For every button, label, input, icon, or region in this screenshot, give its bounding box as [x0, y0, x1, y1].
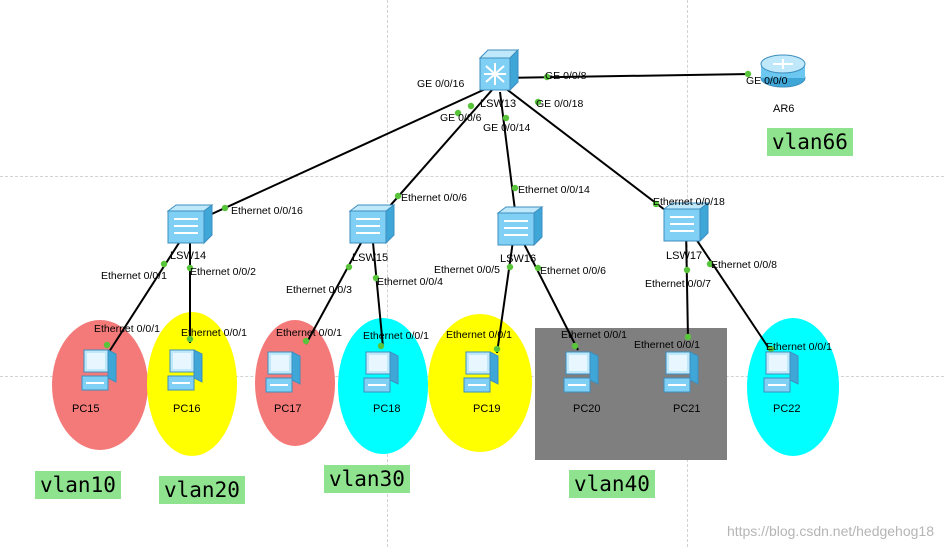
- link-lsw17-pc22: [689, 229, 773, 354]
- link-lsw13-lsw15: [373, 89, 493, 225]
- port-label: Ethernet 0/0/4: [377, 276, 443, 288]
- device-label-lsw16: LSW16: [500, 253, 537, 265]
- device-label-lsw14: LSW14: [170, 250, 207, 262]
- pc-icon-pc19[interactable]: [462, 350, 502, 398]
- port-label: Ethernet 0/0/6: [401, 192, 467, 204]
- switch-icon-lsw14[interactable]: [166, 203, 214, 245]
- port-label: Ethernet 0/0/1: [446, 329, 512, 341]
- core-switch-icon[interactable]: [476, 48, 520, 92]
- port-label: Ethernet 0/0/2: [190, 266, 256, 278]
- vlan20-tag: vlan20: [159, 476, 245, 504]
- pc-icon-pc22[interactable]: [762, 350, 802, 398]
- port-label: GE 0/0/16: [417, 78, 465, 90]
- port-label: Ethernet 0/0/1: [181, 327, 247, 339]
- port-label: Ethernet 0/0/1: [94, 323, 160, 335]
- port-label: Ethernet 0/0/18: [653, 196, 725, 208]
- link-lsw16-pc19: [496, 233, 515, 354]
- link-lsw15-pc18: [371, 231, 384, 348]
- port-label: Ethernet 0/0/8: [711, 259, 777, 271]
- link-lsw13-lsw14: [191, 85, 493, 224]
- port-label: Ethernet 0/0/1: [101, 270, 167, 282]
- vlan30-tag: vlan30: [324, 465, 410, 493]
- vlan10-tag: vlan10: [35, 471, 121, 499]
- device-label-pc18: PC18: [373, 403, 401, 415]
- device-label-pc22: PC22: [773, 403, 801, 415]
- device-label-pc19: PC19: [473, 403, 501, 415]
- port-label: Ethernet 0/0/1: [276, 327, 342, 339]
- pc-icon-pc16[interactable]: [166, 348, 206, 396]
- link-lsw13-lsw17: [504, 87, 683, 224]
- vlan66-tag: vlan66: [767, 128, 853, 156]
- router-icon[interactable]: [758, 50, 808, 90]
- device-label-pc16: PC16: [173, 403, 201, 415]
- pc-icon-pc21[interactable]: [662, 350, 702, 398]
- device-label-pc17: PC17: [274, 403, 302, 415]
- port-label: Ethernet 0/0/7: [645, 278, 711, 290]
- device-label-lsw13: LSW13: [480, 98, 517, 110]
- link-lsw16-pc20: [518, 233, 579, 351]
- port-label: Ethernet 0/0/1: [766, 341, 832, 353]
- device-label-pc21: PC21: [673, 403, 701, 415]
- port-label: Ethernet 0/0/16: [231, 205, 303, 217]
- link-lsw13-lsw16: [499, 91, 518, 227]
- port-label: GE 0/0/14: [483, 122, 531, 134]
- device-label-lsw15: LSW15: [352, 252, 389, 264]
- port-label: Ethernet 0/0/1: [363, 330, 429, 342]
- device-label-pc15: PC15: [72, 403, 100, 415]
- device-label-ar6: AR6: [773, 103, 795, 115]
- port-label: GE 0/0/8: [545, 70, 587, 82]
- link-lsw14-pc15: [106, 231, 187, 356]
- port-label: Ethernet 0/0/5: [434, 264, 500, 276]
- port-label: Ethernet 0/0/6: [540, 265, 606, 277]
- pc-icon-pc20[interactable]: [562, 350, 602, 398]
- vlan30-zone-pc22: [747, 318, 839, 456]
- vlan40-zone: [535, 328, 727, 460]
- watermark: https://blog.csdn.net/hedgehog18: [726, 523, 934, 539]
- port-label: Ethernet 0/0/1: [561, 329, 627, 341]
- switch-icon-lsw17[interactable]: [662, 201, 710, 243]
- device-label-lsw17: LSW17: [666, 250, 703, 262]
- device-label-pc20: PC20: [573, 403, 601, 415]
- grid-line: [387, 0, 388, 547]
- switch-icon-lsw16[interactable]: [496, 205, 544, 247]
- port-label: Ethernet 0/0/3: [286, 284, 352, 296]
- vlan40-tag: vlan40: [569, 470, 655, 498]
- pc-icon-pc15[interactable]: [80, 348, 120, 396]
- pc-icon-pc17[interactable]: [264, 350, 304, 398]
- port-label: Ethernet 0/0/1: [634, 339, 700, 351]
- port-label: GE 0/0/18: [536, 98, 584, 110]
- grid-line: [0, 176, 944, 177]
- port-label: Ethernet 0/0/14: [518, 184, 590, 196]
- switch-icon-lsw15[interactable]: [348, 203, 396, 245]
- link-lsw15-pc17: [305, 231, 368, 345]
- port-label: GE 0/0/6: [440, 112, 482, 124]
- link-lsw13-ar6: [496, 73, 751, 79]
- link-lsw17-pc21: [685, 229, 689, 339]
- port-label: GE 0/0/0: [746, 75, 788, 87]
- pc-icon-pc18[interactable]: [362, 350, 402, 398]
